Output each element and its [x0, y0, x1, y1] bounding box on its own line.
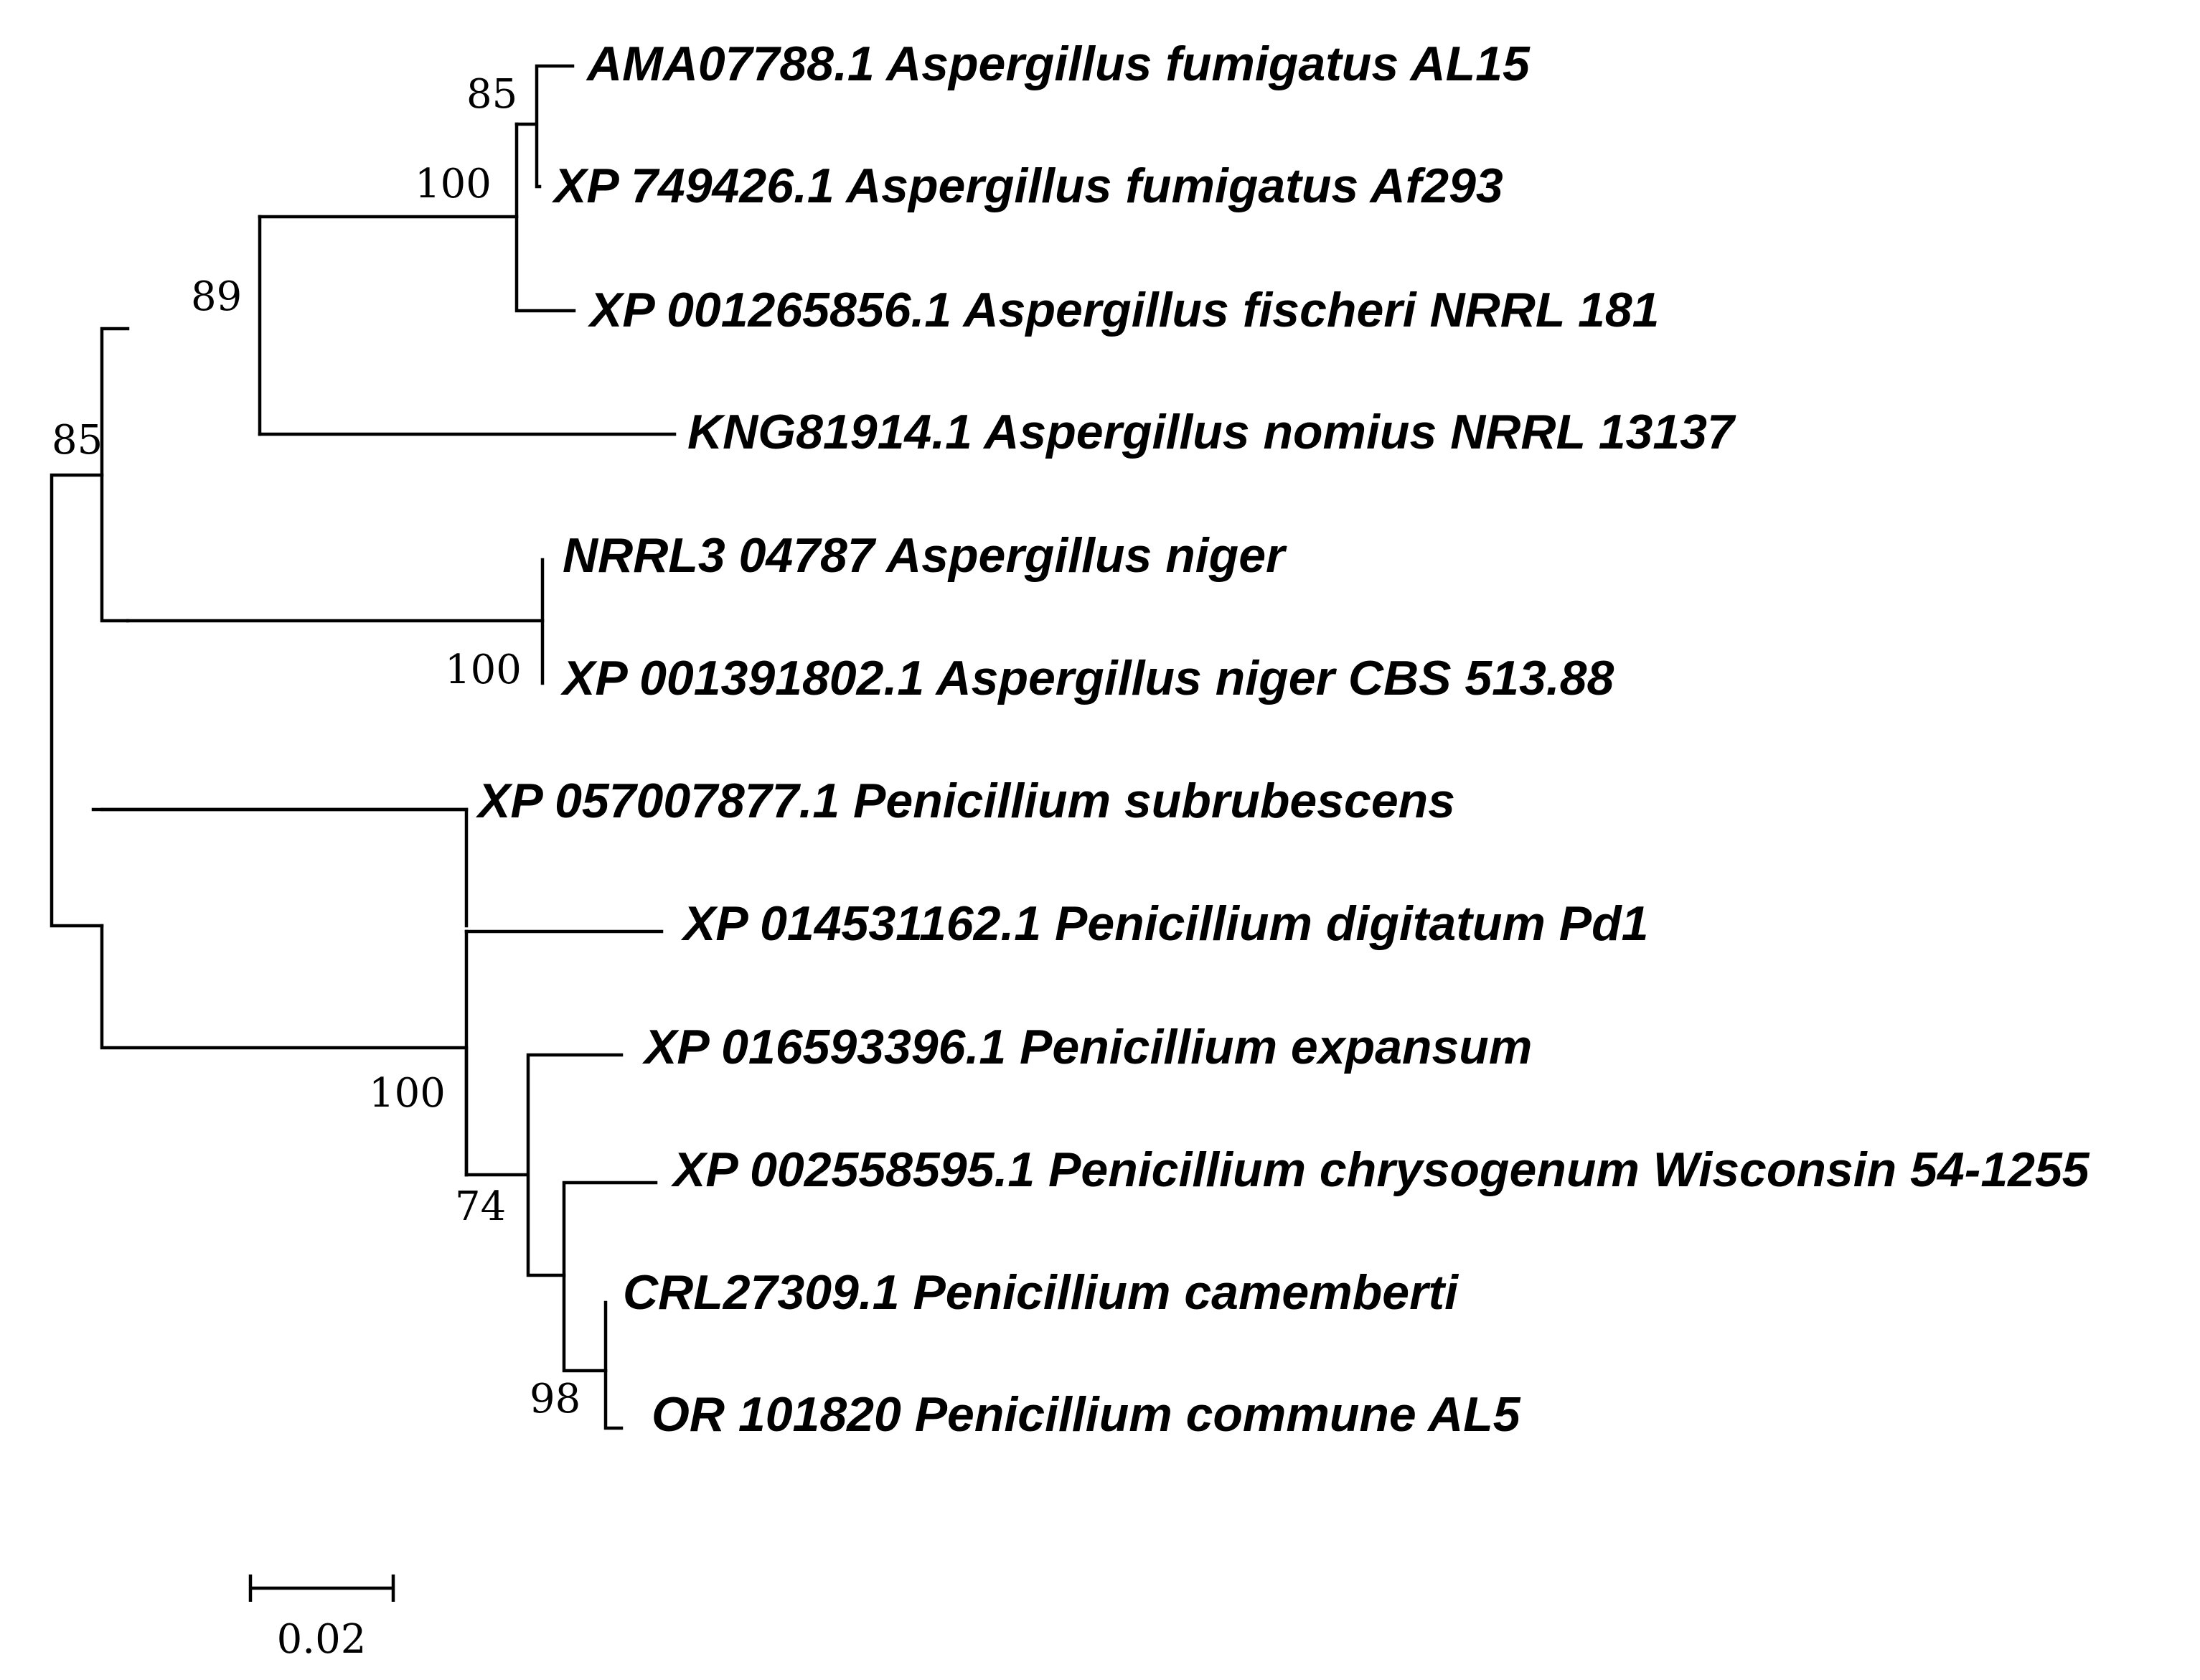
support-value: 100: [369, 1070, 446, 1117]
scale-bar-label: 0.02: [277, 1616, 367, 1663]
scale-bar-line: [248, 1575, 395, 1602]
branch-penicillium-clade: [91, 807, 469, 1177]
taxon-label: OR 101820 Penicillium commune AL5: [652, 1387, 1521, 1442]
support-value: 100: [415, 161, 492, 207]
support-value: 85: [52, 417, 103, 464]
taxon-label: KNG81914.1 Aspergillus nomius NRRL 13137: [687, 405, 1736, 459]
taxon-label: XP 001265856.1 Aspergillus fischeri NRRL…: [587, 283, 1660, 337]
branch-camemberti-pair: [603, 1300, 624, 1430]
taxon-label: NRRL3 04787 Aspergillus niger: [563, 528, 1287, 583]
support-values: 85 100 89 85 100 100 74 98: [52, 71, 580, 1422]
taxon-label: XP 001391802.1 Aspergillus niger CBS 513…: [560, 651, 1614, 705]
tree-branches: [50, 64, 677, 1430]
taxon-label: XP 749426.1 Aspergillus fumigatus Af293: [551, 159, 1503, 213]
branch-fumigatus-node: [514, 122, 576, 313]
taxon-label: XP 014531162.1 Penicillium digitatum Pd1: [680, 896, 1648, 951]
branch-fumigatus-pair: [514, 64, 575, 189]
branch-expansum-node: [464, 1053, 624, 1277]
branch-chrysogenum-node: [562, 1181, 658, 1373]
taxon-label: XP 057007877.1 Penicillium subrubescens: [475, 774, 1455, 828]
support-value: 74: [455, 1183, 506, 1230]
scale-bar: 0.02: [248, 1575, 395, 1663]
branch-aspergillus-clade: [100, 327, 130, 623]
support-value: 100: [445, 647, 522, 693]
taxon-label: XP 016593396.1 Penicillium expansum: [641, 1020, 1532, 1074]
taxon-label: AMA07788.1 Aspergillus fumigatus AL15: [586, 37, 1531, 91]
taxon-labels: AMA07788.1 Aspergillus fumigatus AL15 XP…: [475, 37, 2090, 1442]
support-value: 85: [466, 71, 517, 118]
taxon-label: XP 002558595.1 Penicillium chrysogenum W…: [670, 1142, 2090, 1197]
support-value: 89: [191, 273, 242, 320]
taxon-label: CRL27309.1 Penicillium camemberti: [623, 1265, 1459, 1320]
branch-root: [50, 473, 104, 928]
support-value: 98: [530, 1376, 580, 1422]
